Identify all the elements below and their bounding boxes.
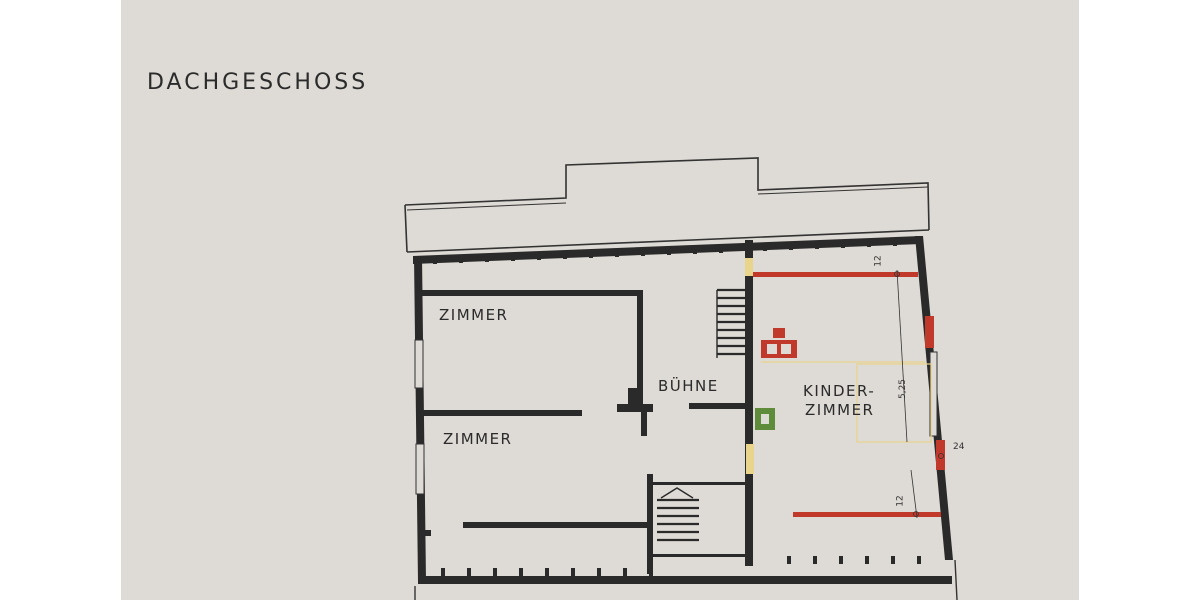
right-window — [929, 351, 938, 437]
dimension-depth: 5,25 — [898, 378, 909, 400]
stair-top — [716, 288, 747, 358]
bottom-wall — [418, 556, 952, 584]
dimension-lines — [894, 269, 944, 519]
stair-bottom — [657, 487, 699, 542]
left-windows — [414, 339, 425, 495]
dimension-top: 12 — [873, 255, 884, 267]
floor-slab — [414, 559, 958, 600]
room-label-zimmer-bottom: ZIMMER — [443, 430, 513, 448]
plan-title: DACHGESCHOSS — [147, 70, 369, 95]
interior-walls — [421, 240, 753, 574]
plan-sheet: DACHGESCHOSS ZIMMER ZIMMER BÜHNE KINDER-… — [121, 0, 1079, 600]
room-label-kinderzimmer-line1: KINDER- — [803, 382, 876, 400]
stove — [761, 328, 797, 358]
roof-outline — [404, 157, 930, 253]
wall-studs-top — [433, 240, 897, 264]
dimension-wall: 24 — [953, 442, 965, 452]
right-wall-red — [925, 316, 945, 470]
bed-outline — [761, 361, 932, 443]
new-partitions — [753, 272, 941, 517]
floor-plan — [404, 157, 958, 600]
room-label-buehne: BÜHNE — [658, 377, 719, 395]
partition-yellow — [745, 258, 754, 474]
chimney — [755, 408, 775, 430]
dimension-bottom: 12 — [895, 495, 906, 507]
room-label-kinderzimmer-line2: ZIMMER — [805, 401, 875, 419]
room-label-zimmer-top: ZIMMER — [439, 306, 509, 324]
